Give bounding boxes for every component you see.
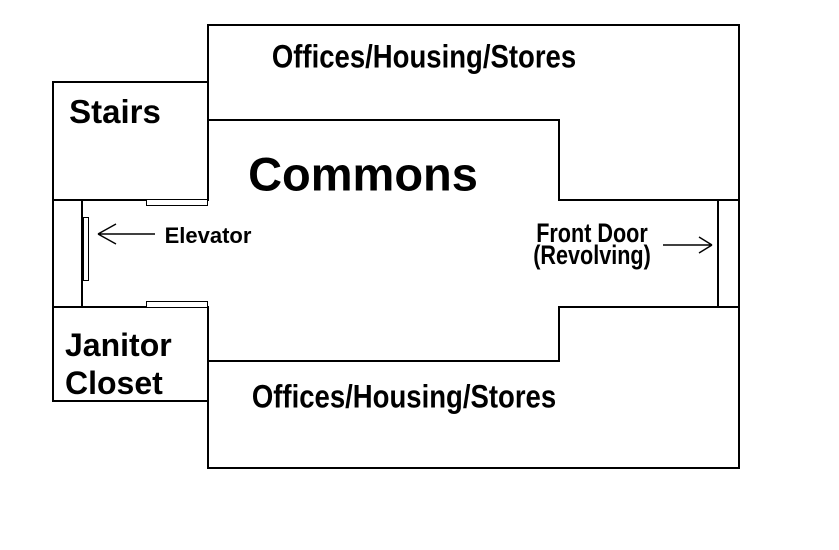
front-door-arrow-icon — [663, 236, 713, 254]
wall-janitor-top-edge — [52, 306, 209, 308]
room-label-offices-bottom: Offices/Housing/Stores — [251, 378, 557, 415]
elevator-door-panel — [83, 217, 89, 281]
wall-top-offices-top-edge — [207, 24, 740, 26]
front-door-line-1: Front Door — [536, 218, 648, 248]
janitor-line-1: Janitor — [65, 327, 172, 363]
wall-janitor-right-edge — [207, 306, 209, 402]
wall-stairs-right-edge — [207, 24, 209, 201]
room-label-stairs: Stairs — [69, 93, 161, 130]
wall-top-offices-bottom-right-edge — [558, 199, 740, 201]
room-label-commons: Commons — [248, 147, 478, 201]
elevator-arrow-icon — [97, 223, 155, 245]
wall-front-door-inner — [717, 199, 719, 308]
room-label-offices-top: Offices/Housing/Stores — [271, 38, 577, 75]
wall-commons-top-edge — [207, 119, 560, 121]
wall-stairs-bottom-edge — [52, 199, 209, 201]
wall-janitor-bottom-edge — [52, 400, 209, 402]
wall-stairs-top-edge — [52, 81, 209, 83]
doorway-mark-above-janitor — [146, 301, 208, 308]
annotation-label-front-door: Front Door (Revolving) — [533, 218, 651, 270]
annotation-label-elevator: Elevator — [164, 223, 252, 248]
wall-front-door-corridor-bottom-edge — [558, 306, 740, 308]
janitor-line-2: Closet — [65, 365, 163, 401]
wall-elevator-corridor-inner — [81, 199, 83, 308]
wall-bottom-offices-bottom-edge — [207, 467, 740, 469]
front-door-line-2: (Revolving) — [533, 240, 651, 270]
wall-east-outer — [738, 24, 740, 469]
doorway-mark-below-stairs — [146, 199, 208, 206]
wall-west-outer — [52, 81, 54, 402]
wall-bottom-offices-top-edge — [207, 360, 560, 362]
wall-commons-step-lower — [558, 306, 560, 362]
wall-bottom-offices-left-edge — [207, 360, 209, 469]
room-label-janitor-closet: Janitor Closet — [65, 326, 172, 402]
wall-commons-step-upper — [558, 119, 560, 201]
